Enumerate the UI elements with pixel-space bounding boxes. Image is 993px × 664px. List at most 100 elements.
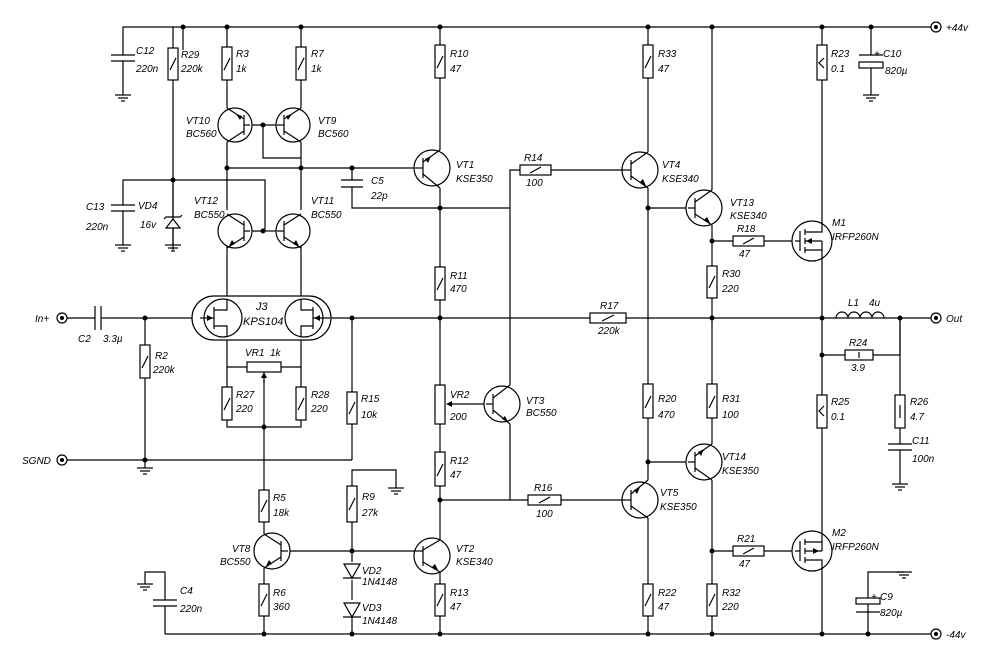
svg-text:3.9: 3.9 bbox=[851, 363, 865, 374]
svg-text:100: 100 bbox=[536, 509, 553, 520]
svg-text:47: 47 bbox=[739, 249, 751, 260]
svg-text:18k: 18k bbox=[273, 508, 290, 519]
svg-text:4u: 4u bbox=[869, 298, 881, 309]
svg-text:R24: R24 bbox=[849, 338, 868, 349]
terminal-in-label: In+ bbox=[35, 314, 49, 325]
svg-text:C13: C13 bbox=[86, 202, 105, 213]
svg-text:R3: R3 bbox=[236, 49, 249, 60]
svg-text:VT4: VT4 bbox=[662, 160, 681, 171]
ground-icon bbox=[137, 467, 153, 475]
svg-text:+: + bbox=[874, 49, 880, 60]
terminal-vneg-label: -44v bbox=[946, 630, 966, 641]
svg-text:KSE340: KSE340 bbox=[662, 174, 699, 185]
svg-text:KSE350: KSE350 bbox=[722, 466, 759, 477]
svg-text:R10: R10 bbox=[450, 49, 469, 60]
svg-text:BC550: BC550 bbox=[220, 557, 251, 568]
svg-text:1k: 1k bbox=[236, 64, 248, 75]
svg-text:47: 47 bbox=[450, 470, 462, 481]
ground-symbols bbox=[115, 94, 912, 591]
svg-text:R30: R30 bbox=[722, 269, 741, 280]
svg-text:100: 100 bbox=[526, 178, 543, 189]
resistor-r18: R18 47 bbox=[732, 224, 765, 260]
capacitor-c10: + C10 820µ bbox=[858, 49, 908, 77]
svg-text:IRFP260N: IRFP260N bbox=[832, 232, 879, 243]
svg-text:1k: 1k bbox=[311, 64, 323, 75]
svg-text:R21: R21 bbox=[737, 534, 755, 545]
svg-text:200: 200 bbox=[449, 412, 467, 423]
svg-text:R29: R29 bbox=[181, 50, 200, 61]
svg-text:100n: 100n bbox=[912, 454, 935, 465]
svg-text:47: 47 bbox=[739, 559, 751, 570]
svg-text:KSE350: KSE350 bbox=[456, 174, 493, 185]
svg-text:R18: R18 bbox=[737, 224, 756, 235]
svg-text:R9: R9 bbox=[362, 492, 375, 503]
resistor-r21: R21 47 bbox=[732, 534, 765, 570]
svg-text:R31: R31 bbox=[722, 394, 740, 405]
svg-text:47: 47 bbox=[658, 64, 670, 75]
dual-jfet-j3: J3 KPS104 bbox=[191, 295, 332, 341]
junctions bbox=[142, 24, 903, 637]
terminal-out-label: Out bbox=[946, 314, 963, 325]
ground-icon bbox=[137, 583, 153, 591]
terminal-out: Out bbox=[930, 312, 963, 325]
terminal-vpos: +44v bbox=[930, 21, 969, 34]
svg-text:M2: M2 bbox=[832, 528, 846, 539]
svg-text:820µ: 820µ bbox=[880, 608, 903, 619]
svg-text:L1: L1 bbox=[848, 298, 859, 309]
terminal-vpos-label: +44v bbox=[946, 23, 969, 34]
resistor-r24: R24 3.9 bbox=[844, 338, 874, 374]
svg-text:R11: R11 bbox=[450, 271, 468, 282]
svg-text:R26: R26 bbox=[910, 397, 929, 408]
svg-text:220: 220 bbox=[721, 602, 739, 613]
svg-text:R12: R12 bbox=[450, 456, 469, 467]
svg-text:C9: C9 bbox=[880, 592, 893, 603]
svg-text:R13: R13 bbox=[450, 588, 469, 599]
svg-text:R20: R20 bbox=[658, 394, 677, 405]
ground-icon bbox=[388, 487, 404, 495]
svg-text:KSE340: KSE340 bbox=[456, 557, 493, 568]
svg-text:R32: R32 bbox=[722, 588, 741, 599]
svg-text:R5: R5 bbox=[273, 493, 286, 504]
svg-text:M1: M1 bbox=[832, 218, 846, 229]
svg-text:220k: 220k bbox=[597, 326, 621, 337]
svg-text:C10: C10 bbox=[883, 49, 902, 60]
svg-text:VD2: VD2 bbox=[362, 566, 382, 577]
svg-text:220n: 220n bbox=[179, 604, 203, 615]
svg-text:470: 470 bbox=[450, 284, 467, 295]
svg-text:VT14: VT14 bbox=[722, 452, 746, 463]
svg-text:820µ: 820µ bbox=[885, 66, 908, 77]
terminal-sgnd-label: SGND bbox=[22, 456, 51, 467]
svg-text:R25: R25 bbox=[831, 397, 850, 408]
terminal-in: In+ bbox=[35, 312, 68, 325]
svg-text:3.3µ: 3.3µ bbox=[103, 334, 123, 345]
svg-text:47: 47 bbox=[450, 602, 462, 613]
svg-text:C5: C5 bbox=[371, 176, 384, 187]
svg-text:VT11: VT11 bbox=[311, 196, 334, 207]
svg-text:220: 220 bbox=[721, 284, 739, 295]
svg-text:R7: R7 bbox=[311, 49, 324, 60]
svg-text:R2: R2 bbox=[155, 351, 168, 362]
